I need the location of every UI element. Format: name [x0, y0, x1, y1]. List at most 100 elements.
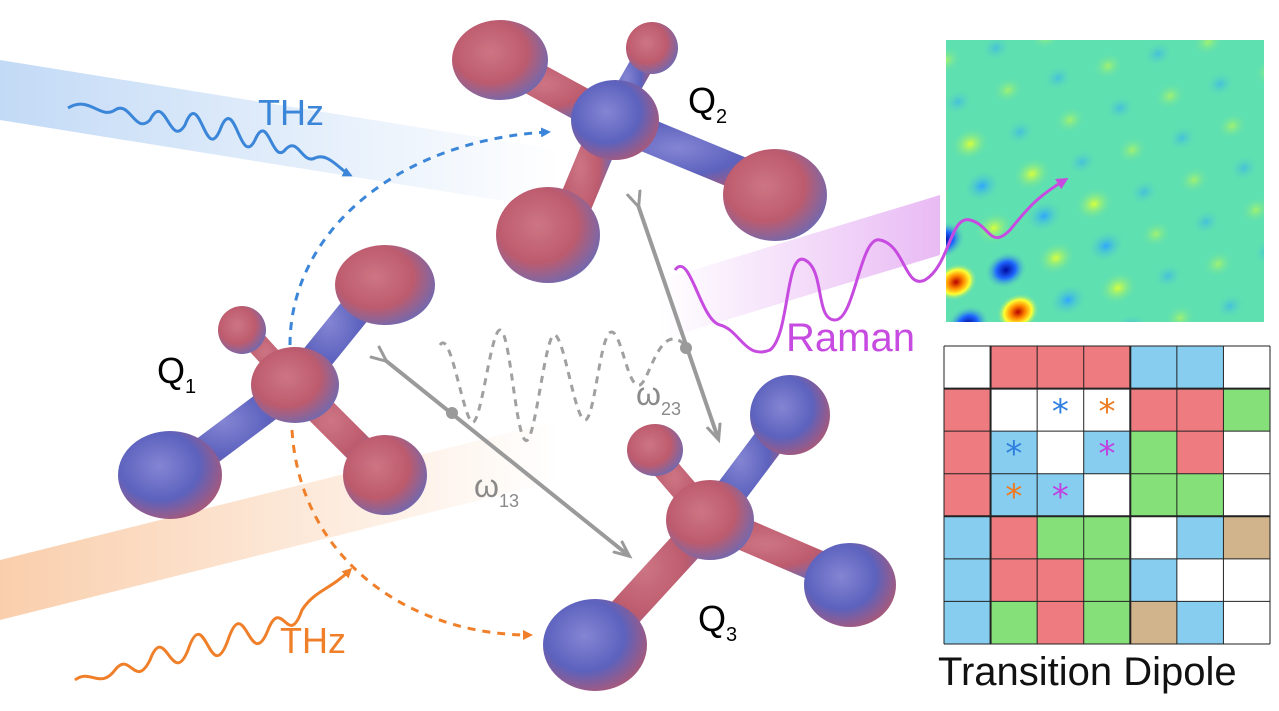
matrix-cell [1083, 473, 1131, 517]
label-omega23: ω23 [636, 376, 682, 419]
spectrum-spot [1228, 154, 1260, 182]
spectrum-spot [1152, 262, 1184, 290]
spectrum-spot [946, 305, 990, 322]
molecule-q2 [452, 20, 827, 283]
matrix-cell [1130, 516, 1177, 559]
spectrum-spot [1140, 220, 1172, 248]
spectrum-spot [1166, 124, 1198, 152]
spectrum-spot [1004, 118, 1036, 146]
spectrum-spot [895, 133, 945, 179]
matrix-cell [1037, 516, 1084, 559]
molecule-q3 [543, 375, 896, 691]
matrix-cell [944, 558, 991, 602]
matrix-cell [1176, 473, 1224, 517]
matrix-cell [1037, 431, 1084, 474]
spectrum-spot [1262, 95, 1279, 132]
matrix-cell [990, 601, 1038, 644]
spectrum-spot [1254, 58, 1264, 86]
spectrum-spot [946, 88, 974, 116]
matrix-cell [1083, 431, 1131, 474]
thz-blue-beam [0, 60, 560, 210]
spectrum-spot [1092, 52, 1124, 80]
spectrum-spot [1204, 70, 1236, 98]
spectrum-spot [1054, 106, 1086, 134]
matrix-star-marker: * [1051, 477, 1069, 517]
spectrum-spot [950, 127, 990, 161]
matrix-cell [1176, 558, 1224, 602]
spectrum-spot [1216, 112, 1248, 140]
matrix-star-marker: * [1098, 434, 1116, 475]
matrix-cell [1083, 558, 1131, 602]
spectrum-spot [1240, 196, 1264, 224]
label-q1: Q1 [157, 350, 197, 398]
spectrum-spot [980, 40, 1012, 62]
spectrum-spot [1024, 199, 1064, 233]
matrix-cell [944, 601, 991, 644]
spectrum-spot [1012, 157, 1052, 191]
matrix-cell [990, 388, 1038, 432]
matrix-cell [1037, 601, 1084, 644]
label-raman: Raman [786, 316, 915, 360]
spectrum-spot [1066, 148, 1098, 176]
matrix-cell [1223, 601, 1270, 644]
matrix-cell [990, 346, 1038, 389]
spectrum-spot [1074, 187, 1114, 221]
matrix-cell [1130, 558, 1177, 602]
spectrum-spot [1030, 40, 1062, 50]
spectrum-spot [1076, 5, 1116, 42]
spectrum-spot [946, 46, 962, 74]
spectrum-spot [1272, 317, 1279, 354]
matrix-cell [944, 473, 991, 517]
matrix-star-marker: * [1098, 391, 1116, 432]
spectrum-spot [1214, 292, 1246, 320]
spectrum-spot [1110, 313, 1150, 322]
matrix-cell [1083, 388, 1131, 432]
spectrum-spot [1154, 82, 1186, 110]
spectrum-spot [996, 293, 1040, 322]
label-thz-top: THz [258, 92, 324, 133]
matrix-cell [1223, 516, 1270, 559]
spectrum-spot [1274, 137, 1279, 174]
thz-blue-excitation-arrow [288, 127, 551, 346]
matrix-cell [1176, 346, 1224, 389]
transition-dipole-matrix: ****** [944, 346, 1270, 644]
thz-blue-waveform [67, 102, 353, 177]
spectrum-spot [1036, 241, 1076, 275]
matrix-cell [1176, 516, 1224, 559]
matrix-cell [990, 516, 1038, 559]
omega13-arrow-midpoint [446, 407, 458, 419]
matrix-cell [1083, 516, 1131, 559]
matrix-cell [944, 388, 991, 432]
matrix-cell [1223, 388, 1270, 432]
label-q2: Q2 [688, 80, 728, 128]
thz-orange-excitation-arrow [290, 429, 533, 640]
spectrum-spot [1086, 229, 1126, 263]
matrix-cell [1176, 601, 1224, 644]
molecule-q1 [118, 245, 435, 519]
matrix-cell [1130, 473, 1177, 517]
matrix-cell [1176, 431, 1224, 474]
label-thz-bottom: THz [280, 620, 346, 661]
spectrum-spot [1126, 0, 1166, 31]
matrix-star-marker: * [1051, 391, 1069, 432]
spectrum-spot [1042, 64, 1074, 92]
omega23-coupling-arrow [638, 205, 718, 438]
label-omega13: ω13 [474, 468, 520, 511]
matrix-cell [1037, 346, 1084, 389]
matrix-cell [944, 346, 991, 389]
spectrum-spot [1252, 238, 1264, 266]
omega13-coupling-arrow [385, 360, 628, 555]
matrix-cell [1037, 473, 1084, 517]
matrix-cell [1083, 601, 1131, 644]
spectrum-spot [946, 263, 978, 301]
thz-orange-beam [0, 420, 560, 620]
thz-orange-waveform [74, 567, 353, 682]
matrix-cell [990, 558, 1038, 602]
spectrum-spot [1048, 283, 1088, 317]
matrix-cell [1130, 601, 1177, 644]
matrix-star-marker: * [1005, 434, 1023, 475]
label-q3: Q3 [698, 598, 738, 646]
matrix-cell [990, 431, 1038, 474]
matrix-star-marker: * [1005, 477, 1023, 517]
